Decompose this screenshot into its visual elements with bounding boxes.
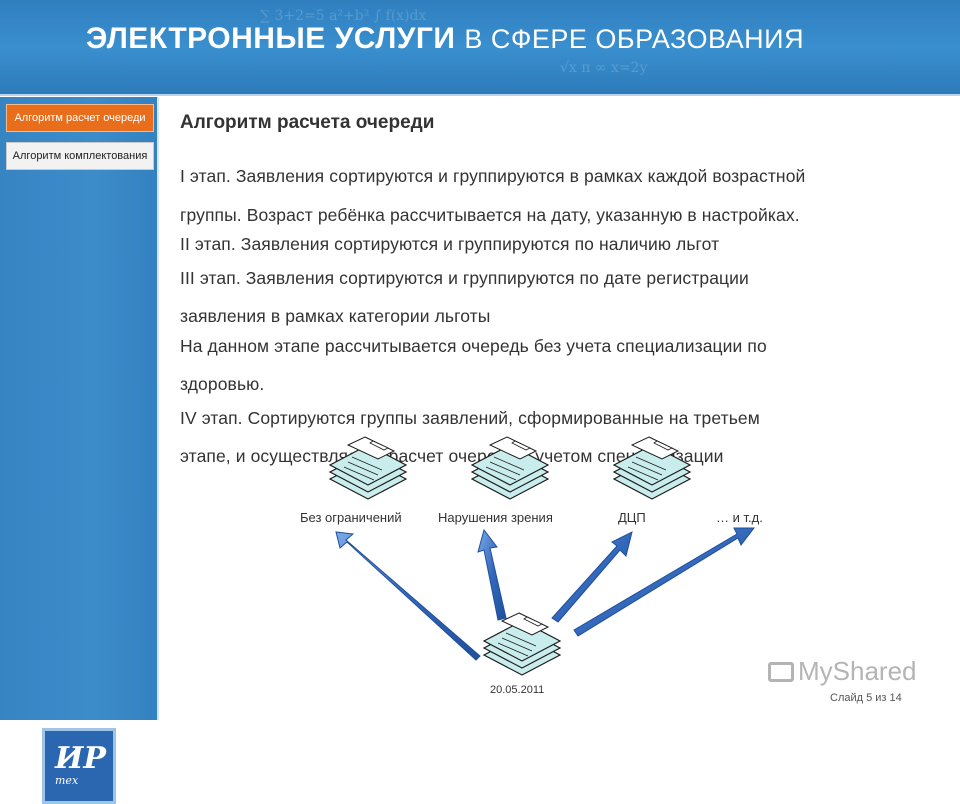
watermark: MyShared xyxy=(768,656,917,687)
paragraph-line: здоровью. xyxy=(180,374,265,394)
document-stack-icon xyxy=(471,436,549,500)
paragraph-line: На данном этапе рассчитывается очередь б… xyxy=(180,336,767,356)
paragraph-line: III этап. Заявления сортируются и группи… xyxy=(180,268,749,288)
watermark-text: MyShared xyxy=(798,656,917,686)
document-stack-icon xyxy=(483,612,561,676)
paragraph-line: II этап. Заявления сортируются и группир… xyxy=(180,234,720,254)
document-stack-icon xyxy=(613,436,691,500)
logo-sub: тех xyxy=(55,774,79,787)
arrow-to-no-restrictions xyxy=(335,531,481,661)
distribution-diagram xyxy=(329,436,756,676)
document-stack-icon xyxy=(329,436,407,500)
slide-title: ЭЛЕКТРОННЫЕ УСЛУГИ В СФЕРЕ ОБРАЗОВАНИЯ xyxy=(86,22,804,56)
arrow-to-vision xyxy=(477,528,507,621)
paragraph-line: IV этап. Сортируются группы заявлений, с… xyxy=(180,408,760,428)
date-label: 20.05.2011 xyxy=(490,684,545,696)
paragraph-line: заявления в рамках категории льготы xyxy=(180,306,491,326)
slide-header: ∑ 3+2=5 a²+b² ∫ f(x)dx √x π ∞ x=2y ЭЛЕКТ… xyxy=(0,0,960,96)
category-label-no-restrictions: Без ограничений xyxy=(300,510,402,525)
content-title: Алгоритм расчета очереди xyxy=(180,112,435,133)
category-label-cp: ДЦП xyxy=(618,510,646,525)
title-light: В СФЕРЕ ОБРАЗОВАНИЯ xyxy=(464,24,805,54)
arrow-to-etc xyxy=(573,527,756,637)
chalk-decoration: ∑ 3+2=5 a²+b² ∫ f(x)dx xyxy=(260,8,427,24)
sidebar-item-staffing-algorithm[interactable]: Алгоритм комплектования xyxy=(6,142,154,170)
watermark-icon xyxy=(768,662,794,682)
category-label-etc: … и т.д. xyxy=(716,510,763,525)
logo-mark: ИР xyxy=(55,741,106,776)
paragraph-line: группы. Возраст ребёнка рассчитывается н… xyxy=(180,205,800,225)
paragraph-line: этапе, и осуществляется расчет очереди с… xyxy=(180,446,724,466)
arrow-to-cp xyxy=(551,531,633,623)
page-number: Слайд 5 из 14 xyxy=(830,692,902,704)
paragraph-line: I этап. Заявления сортируются и группиру… xyxy=(180,166,806,186)
company-logo: ИР тех xyxy=(42,728,116,804)
category-label-vision: Нарушения зрения xyxy=(438,510,553,525)
chalk-decoration: √x π ∞ x=2y xyxy=(560,60,648,76)
sidebar-item-queue-algorithm[interactable]: Алгоритм расчет очереди xyxy=(6,104,154,132)
header-divider xyxy=(0,94,960,96)
title-bold: ЭЛЕКТРОННЫЕ УСЛУГИ xyxy=(86,22,456,55)
